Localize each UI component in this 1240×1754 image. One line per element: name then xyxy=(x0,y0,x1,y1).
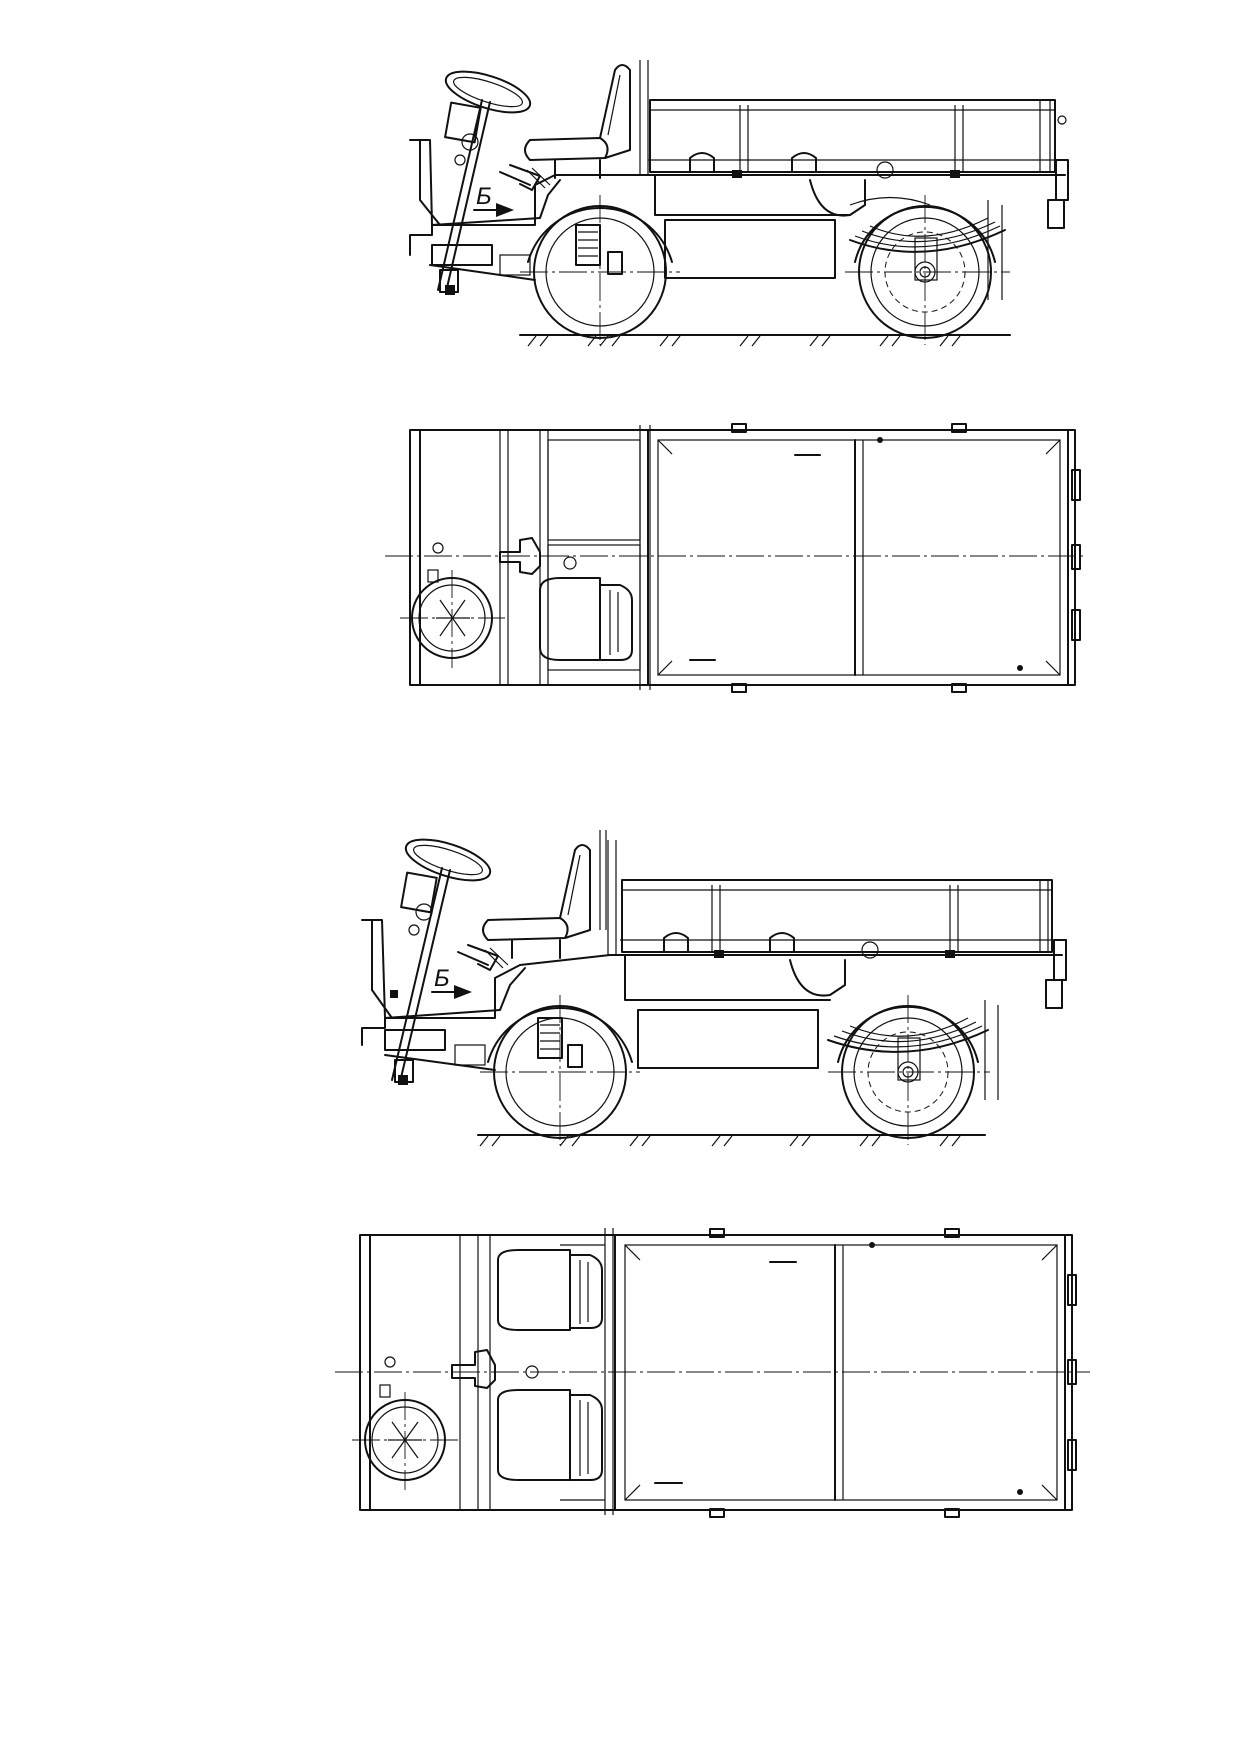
gear-lever-2 xyxy=(457,944,509,971)
plan-steering-wheel-2 xyxy=(352,1392,458,1490)
plan-seat-2b xyxy=(497,1389,603,1481)
leaf-spring-2 xyxy=(827,1000,999,1100)
plan-seat-2a xyxy=(497,1249,603,1331)
plan-seat-1 xyxy=(539,577,633,661)
ground-line-2 xyxy=(477,1134,986,1147)
direction-arrow-b-2: Б xyxy=(431,965,472,999)
front-wheel xyxy=(520,195,680,345)
chassis-frame-2 xyxy=(624,941,879,1069)
rear-wheel-2 xyxy=(828,995,990,1145)
driver-seat-2 xyxy=(482,830,607,959)
direction-arrow-b: Б xyxy=(473,183,514,217)
plan-view-1 xyxy=(385,423,1085,693)
cab-front xyxy=(409,139,641,295)
plan-steering-wheel-1 xyxy=(400,570,505,668)
gear-lever xyxy=(499,164,551,191)
front-suspension xyxy=(575,224,623,275)
ground-line xyxy=(519,334,1011,347)
steering-wheel xyxy=(437,70,532,293)
view-label-b: Б xyxy=(476,183,492,210)
cab-front-2 xyxy=(361,919,611,1085)
cargo-body xyxy=(639,60,1069,229)
side-view-2: Б xyxy=(361,830,1067,1147)
rear-wheel xyxy=(845,195,1010,345)
plan-view-2 xyxy=(335,1228,1090,1518)
cargo-body-2 xyxy=(607,840,1067,1009)
side-view-1: Б xyxy=(409,60,1069,347)
driver-seat xyxy=(524,64,631,179)
view-label-b-2: Б xyxy=(434,965,450,992)
steering-wheel-2 xyxy=(391,838,492,1083)
front-wheel-2 xyxy=(480,995,640,1145)
plan-cargo-bed-2 xyxy=(604,1228,1077,1518)
front-suspension-2 xyxy=(537,1017,583,1068)
plan-cargo-bed-1 xyxy=(639,423,1081,693)
leaf-spring xyxy=(849,200,1006,300)
chassis-frame xyxy=(654,161,931,279)
